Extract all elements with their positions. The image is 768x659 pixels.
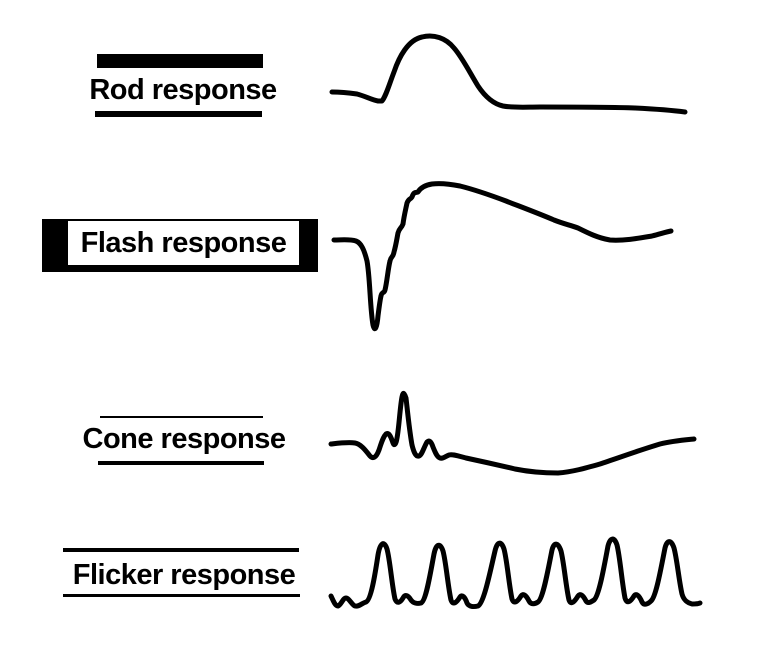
flash-waveform (331, 181, 674, 332)
flicker-label: Flicker response (72, 559, 296, 591)
cone-waveform (328, 390, 697, 476)
flicker-underline (63, 594, 300, 597)
cone-label: Cone response (82, 423, 287, 455)
flash-label-panel: Flash response (68, 221, 299, 265)
rod-label: Rod response (89, 74, 277, 106)
flicker-waveform (328, 536, 703, 610)
flash-label: Flash response (80, 226, 287, 259)
rod-waveform (329, 33, 688, 115)
cone-underline (98, 461, 264, 465)
flicker-topline (63, 548, 299, 552)
rod-stimulus-bar (97, 54, 263, 68)
rod-underline (95, 111, 262, 117)
flash-stimulus-box: Flash response (42, 219, 318, 272)
cone-topline (100, 416, 263, 418)
